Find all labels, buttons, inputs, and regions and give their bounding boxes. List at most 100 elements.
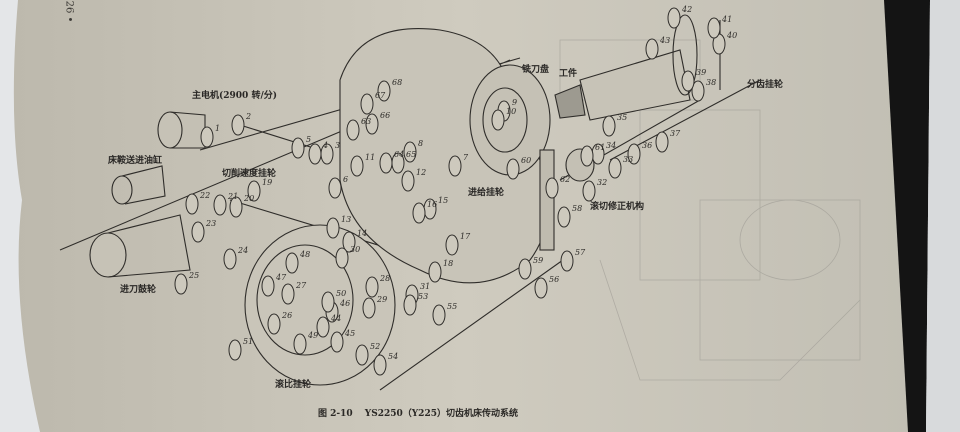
part-number-18: 18 (443, 259, 454, 268)
gear-17 (445, 234, 459, 256)
gear-50 (321, 291, 335, 313)
gear-2 (231, 114, 245, 136)
cradle-disk (244, 224, 396, 386)
part-number-30: 30 (350, 245, 361, 254)
part-number-29: 29 (377, 295, 388, 304)
part-number-35: 35 (617, 113, 628, 122)
gear-18 (428, 261, 442, 283)
part-number-27: 27 (296, 281, 307, 290)
gear-22 (185, 193, 199, 215)
part-number-4: 4 (323, 141, 329, 150)
figure-caption: 图 2-10 YS2250（Y225）切齿机床传动系统 (318, 409, 518, 419)
part-number-23: 23 (206, 219, 217, 228)
gear-55 (432, 304, 446, 326)
part-number-43: 43 (660, 36, 671, 45)
gear-25 (174, 273, 188, 295)
gear-4 (308, 143, 322, 165)
work-spindle (579, 49, 691, 121)
gear-57 (560, 250, 574, 272)
gear-60 (506, 158, 520, 180)
part-number-36: 36 (642, 141, 653, 150)
part-number-56: 56 (549, 275, 560, 284)
part-number-58: 58 (572, 204, 583, 213)
correction-column (539, 149, 555, 251)
part-number-24: 24 (238, 246, 249, 255)
background-machine-outline (559, 39, 861, 381)
gear-62 (545, 177, 559, 199)
gear-6 (328, 177, 342, 199)
gears (174, 7, 726, 376)
gear-41 (707, 17, 721, 39)
part-number-61: 61 (595, 143, 606, 152)
part-number-28: 28 (380, 274, 391, 283)
gear-65 (391, 152, 405, 174)
label-cutter-head: 铣刀盘 (522, 65, 550, 75)
part-number-7: 7 (463, 153, 469, 162)
part-number-64: 64 (394, 150, 405, 159)
gear-68 (377, 80, 391, 102)
page-number: 26 • (63, 0, 75, 23)
part-number-46: 46 (340, 299, 351, 308)
gear-20 (229, 196, 243, 218)
gear-53 (403, 294, 417, 316)
part-number-45: 45 (345, 329, 356, 338)
part-number-48: 48 (300, 250, 311, 259)
gear-7 (448, 155, 462, 177)
dark-edge (884, 0, 930, 432)
gear-49 (293, 333, 307, 355)
gear-36 (627, 143, 641, 165)
part-number-37: 37 (670, 129, 681, 138)
part-number-8: 8 (418, 139, 424, 148)
part-number-22: 22 (200, 191, 211, 200)
gear-58 (557, 206, 571, 228)
part-number-40: 40 (727, 31, 738, 40)
part-number-13: 13 (341, 215, 352, 224)
part-number-15: 15 (438, 196, 449, 205)
gear-51 (228, 339, 242, 361)
part-number-25: 25 (189, 271, 200, 280)
part-number-9: 9 (512, 98, 518, 107)
gear-64 (379, 152, 393, 174)
gear-28 (365, 276, 379, 298)
part-number-44: 44 (331, 314, 342, 323)
gear-23 (191, 221, 205, 243)
gear-63 (346, 119, 360, 141)
part-number-2: 2 (246, 112, 252, 121)
part-number-39: 39 (696, 68, 707, 77)
label-feed-change-gears: 进给挂轮 (468, 188, 505, 198)
gear-13 (326, 217, 340, 239)
part-number-55: 55 (447, 302, 458, 311)
part-number-67: 67 (375, 91, 386, 100)
part-number-26: 26 (282, 311, 293, 320)
gear-10 (491, 109, 505, 131)
part-number-34: 34 (606, 141, 617, 150)
part-number-52: 52 (370, 342, 381, 351)
part-number-47: 47 (276, 273, 287, 282)
gear-66 (365, 113, 379, 135)
label-cutting-speed-change-gears: 切削速度挂轮 (222, 169, 277, 179)
part-number-5: 5 (306, 135, 312, 144)
gear-32 (582, 180, 596, 202)
gear-5 (291, 137, 305, 159)
part-number-53: 53 (418, 292, 429, 301)
feed-drum (89, 232, 127, 278)
part-number-50: 50 (336, 289, 347, 298)
part-number-12: 12 (416, 168, 427, 177)
part-number-31: 31 (420, 282, 431, 291)
gear-35 (602, 115, 616, 137)
gear-14 (342, 231, 356, 253)
part-number-17: 17 (460, 232, 471, 241)
gear-47 (261, 275, 275, 297)
part-number-19: 19 (262, 178, 273, 187)
index-wheel (672, 14, 698, 96)
part-number-65: 65 (406, 150, 417, 159)
part-number-63: 63 (361, 117, 372, 126)
part-number-38: 38 (706, 78, 717, 87)
gear-21 (213, 194, 227, 216)
part-number-66: 66 (380, 111, 391, 120)
gear-44 (316, 316, 330, 338)
gear-52 (355, 344, 369, 366)
gear-30 (335, 247, 349, 269)
gear-67 (360, 93, 374, 115)
